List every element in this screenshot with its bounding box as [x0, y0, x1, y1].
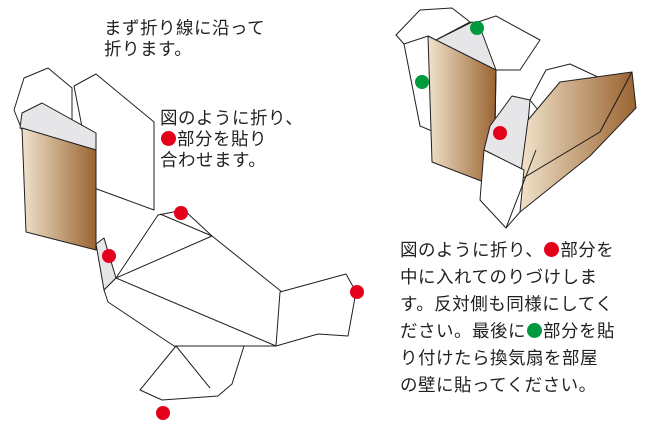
step2-line-5: り付けたら換気扇を部屋	[400, 349, 598, 369]
step2-line-1: 図のように折り、部分を	[400, 238, 615, 265]
red-marker-left	[102, 249, 116, 263]
step2-line-4-text-b: 部分を貼	[543, 322, 615, 342]
step2-instruction: 図のように折り、部分を 中に入れてのりづけしま す。反対側も同様にしてく ださい…	[400, 238, 615, 400]
step2-line-3: す。反対側も同様にしてく	[400, 295, 614, 315]
step1-instruction: 図のように折り、 部分を貼り 合わせます。	[160, 109, 303, 172]
red-marker-right	[350, 285, 364, 299]
step2-line-4: ださい。最後に部分を貼	[400, 319, 615, 346]
step1-line-1: 図のように折り、	[160, 109, 304, 129]
step2-line-1-text-a: 図のように折り、	[400, 241, 544, 261]
net-left-strip	[19, 102, 97, 151]
step1-line-3: 合わせます。	[160, 151, 267, 171]
red-marker-top	[174, 206, 188, 220]
step2-line-1-text-b: 部分を	[560, 241, 615, 261]
step2-line-4-text-a: ださい。最後に	[400, 322, 526, 342]
intro-instruction: まず折り線に沿って 折ります。	[104, 19, 265, 61]
red-marker-bottom	[156, 406, 170, 420]
folded-box-diagram	[395, 7, 637, 229]
net-bottom-arm	[139, 345, 245, 401]
step1-line-2: 部分を貼り	[160, 130, 303, 151]
red-dot-icon	[544, 242, 560, 257]
green-marker-left	[415, 75, 429, 89]
net-central-body	[103, 209, 283, 347]
green-dot-icon	[527, 323, 542, 338]
step2-line-2: 中に入れてのりづけしま	[400, 268, 598, 288]
intro-line-1: まず折り線に沿って	[104, 19, 266, 39]
net-right-arm	[275, 273, 357, 347]
flat-net-diagram	[13, 67, 357, 401]
red-dot-icon	[161, 131, 176, 146]
red-marker-box	[493, 126, 507, 140]
step2-line-6: の壁に貼ってください。	[400, 376, 597, 396]
net-left-cardboard	[21, 127, 97, 251]
intro-line-2: 折ります。	[104, 40, 193, 60]
step1-line-2-text: 部分を貼り	[177, 130, 267, 150]
box-top-flap-right	[477, 15, 541, 71]
green-marker-top	[470, 21, 484, 35]
